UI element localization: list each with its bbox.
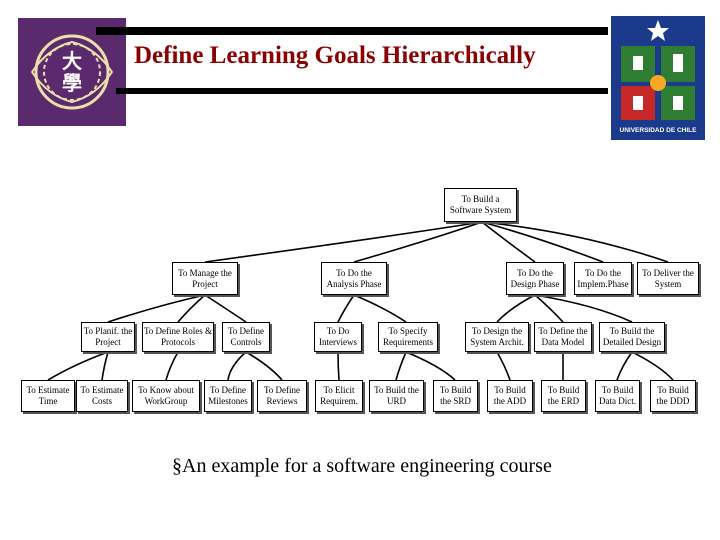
node-analysis-phase: To Do the Analysis Phase [321,262,387,295]
node-design-phase: To Do the Design Phase [506,262,564,295]
node-build-software-system: To Build a Software System [444,188,517,222]
slide-title: Define Learning Goals Hierarchically [134,42,536,69]
university-seal-logo: 大 學 [18,18,126,126]
node-estimate-time: To Estimate Time [21,380,75,412]
node-implem-phase: To Do the Implem.Phase [574,262,632,295]
svg-text:大: 大 [62,49,82,73]
node-deliver-system: To Deliver the System [637,262,699,295]
node-estimate-costs: To Estimate Costs [76,380,128,412]
node-design-system-archit: To Design the System Archit. [465,322,529,352]
node-specify-requirements: To Specify Requirements [378,322,438,352]
node-build-ddd: To Build the DDD [650,380,696,412]
node-planif-project: To Planif. the Project [81,322,135,352]
node-build-add: To Build the ADD [487,380,533,412]
logo-caption: UNIVERSIDAD DE CHILE [619,127,697,134]
node-define-roles-protocols: To Define Roles & Protocols [142,322,214,352]
node-build-erd: To Build the ERD [541,380,586,412]
node-build-urd: To Build the URD [369,380,424,412]
node-elicit-requirem: To Elicit Requirem. [315,380,363,412]
title-top-rule [96,27,608,35]
node-define-reviews: To Define Reviews [257,380,307,412]
node-build-detailed-design: To Build the Detailed Design [599,322,665,352]
node-build-data-dict: To Build Data Dict. [595,380,640,412]
title-bottom-rule [116,88,608,94]
node-manage-project: To Manage the Project [172,262,238,295]
node-define-controls: To Define Controls [222,322,270,352]
node-know-workgroup: To Know about WorkGroup [132,380,200,412]
svg-text:學: 學 [62,71,82,95]
slide-caption: §An example for a software engineering c… [172,455,552,477]
node-do-interviews: To Do Interviews [314,322,362,352]
node-build-srd: To Build the SRD [433,380,478,412]
node-define-milestones: To Define Milestones [204,380,252,412]
node-define-data-model: To Define the Data Model [534,322,592,352]
universidad-de-chile-logo: UNIVERSIDAD DE CHILE [611,16,705,140]
